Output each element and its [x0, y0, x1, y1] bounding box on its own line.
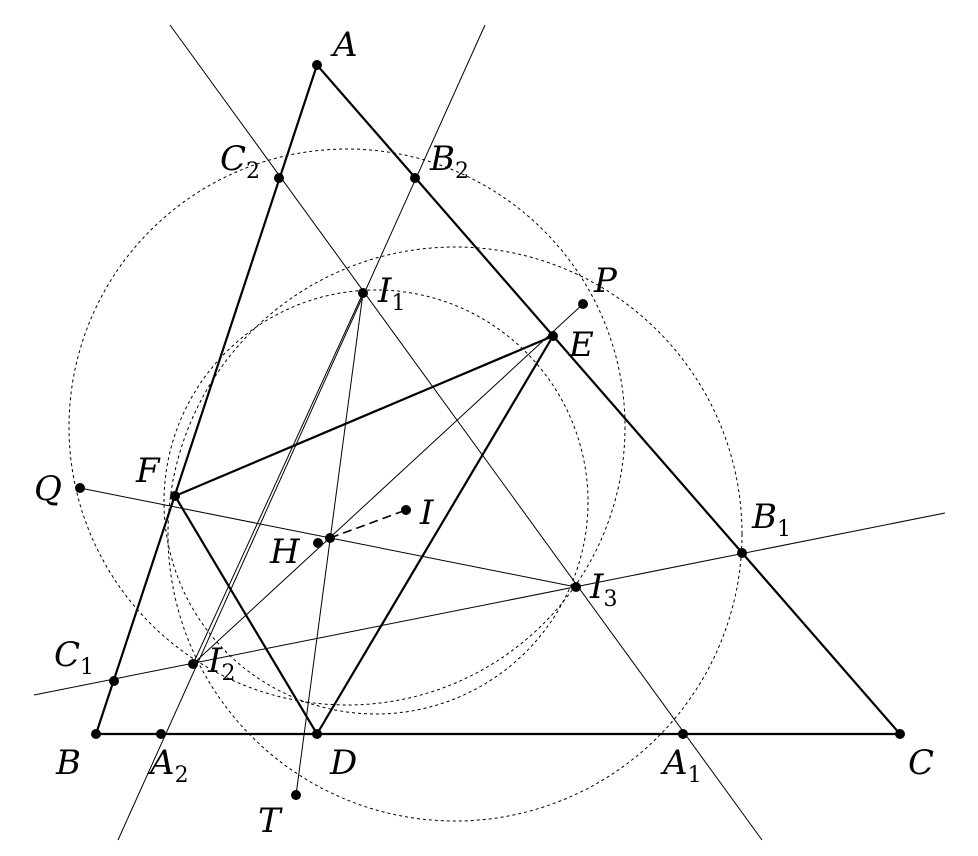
dashed-circles	[68, 148, 743, 822]
point-b2	[410, 173, 420, 183]
label-b2: B2	[429, 139, 469, 184]
label-e: E	[568, 325, 594, 365]
segment-h-i	[329, 509, 407, 539]
point-b1	[737, 548, 747, 558]
label-t: T	[258, 801, 283, 841]
label-q: Q	[34, 469, 62, 509]
line-p-e-h-i2	[192, 303, 584, 665]
construction-lines	[33, 24, 946, 841]
point-a2	[156, 729, 166, 739]
label-a1: A1	[660, 743, 702, 788]
point-i3	[571, 582, 581, 592]
point-q	[75, 483, 85, 493]
point-e	[548, 331, 558, 341]
label-p: P	[593, 261, 618, 301]
circle-through-b1	[167, 246, 743, 822]
line-i1-i2	[192, 292, 364, 665]
label-d: D	[329, 743, 357, 783]
label-a2: A2	[147, 743, 189, 788]
triangle-abc	[94, 62, 903, 736]
label-b: B	[55, 743, 81, 783]
label-c2: C2	[220, 139, 260, 184]
point-i1	[358, 288, 368, 298]
point-labels: A B C D E F H I I1 I2 I3	[34, 25, 934, 841]
label-f: F	[135, 451, 161, 491]
point-d	[312, 729, 322, 739]
point-a	[312, 60, 322, 70]
triangle-def	[173, 333, 556, 737]
label-i: I	[419, 493, 434, 533]
label-c: C	[908, 743, 934, 783]
circle-large	[68, 148, 626, 706]
point-f	[170, 491, 180, 501]
line-c1-i2-i3-b1	[33, 512, 946, 696]
points	[75, 60, 905, 800]
label-b1: B1	[751, 497, 791, 542]
line-c2-i1-i3-a1	[169, 24, 763, 841]
point-t	[291, 790, 301, 800]
point-c1	[109, 676, 119, 686]
circle-through-i1-i2-i3	[163, 289, 589, 715]
line-b2-i2-a2	[117, 24, 486, 841]
label-i1: I1	[377, 271, 405, 316]
label-i2: I2	[207, 641, 235, 686]
point-h2	[325, 533, 335, 543]
label-i3: I3	[589, 567, 617, 612]
point-h	[313, 538, 323, 548]
point-b	[91, 729, 101, 739]
point-i2	[188, 659, 198, 669]
point-a1	[678, 729, 688, 739]
point-i	[401, 505, 411, 515]
label-c1: C1	[54, 635, 94, 680]
line-i1-t	[295, 292, 364, 796]
label-a: A	[330, 25, 358, 65]
label-h: H	[269, 532, 301, 572]
point-c	[895, 729, 905, 739]
point-c2	[274, 173, 284, 183]
point-p	[578, 299, 588, 309]
